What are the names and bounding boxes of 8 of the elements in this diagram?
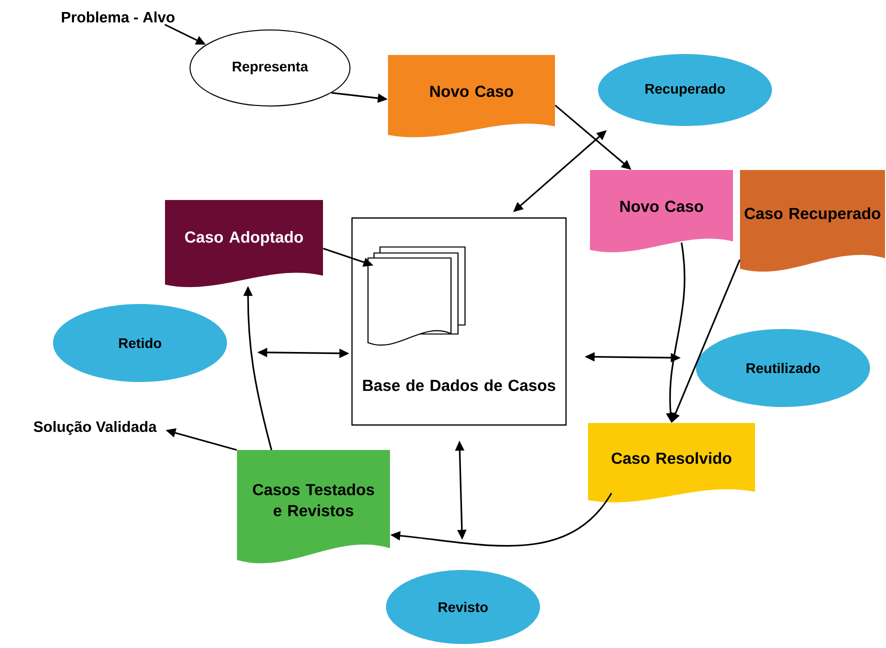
document-box: Caso Recuperado bbox=[740, 170, 885, 272]
document-box: Novo Caso bbox=[590, 170, 733, 252]
document-box: Novo Caso bbox=[388, 55, 555, 138]
document-box: Caso Resolvido bbox=[588, 423, 755, 502]
document-box: Casos Testados e Revistos bbox=[237, 450, 390, 564]
output-label: Solução Validada bbox=[34, 421, 157, 435]
input-label: Problema - Alvo bbox=[62, 11, 174, 22]
document-box: Caso Adoptado bbox=[165, 200, 323, 288]
